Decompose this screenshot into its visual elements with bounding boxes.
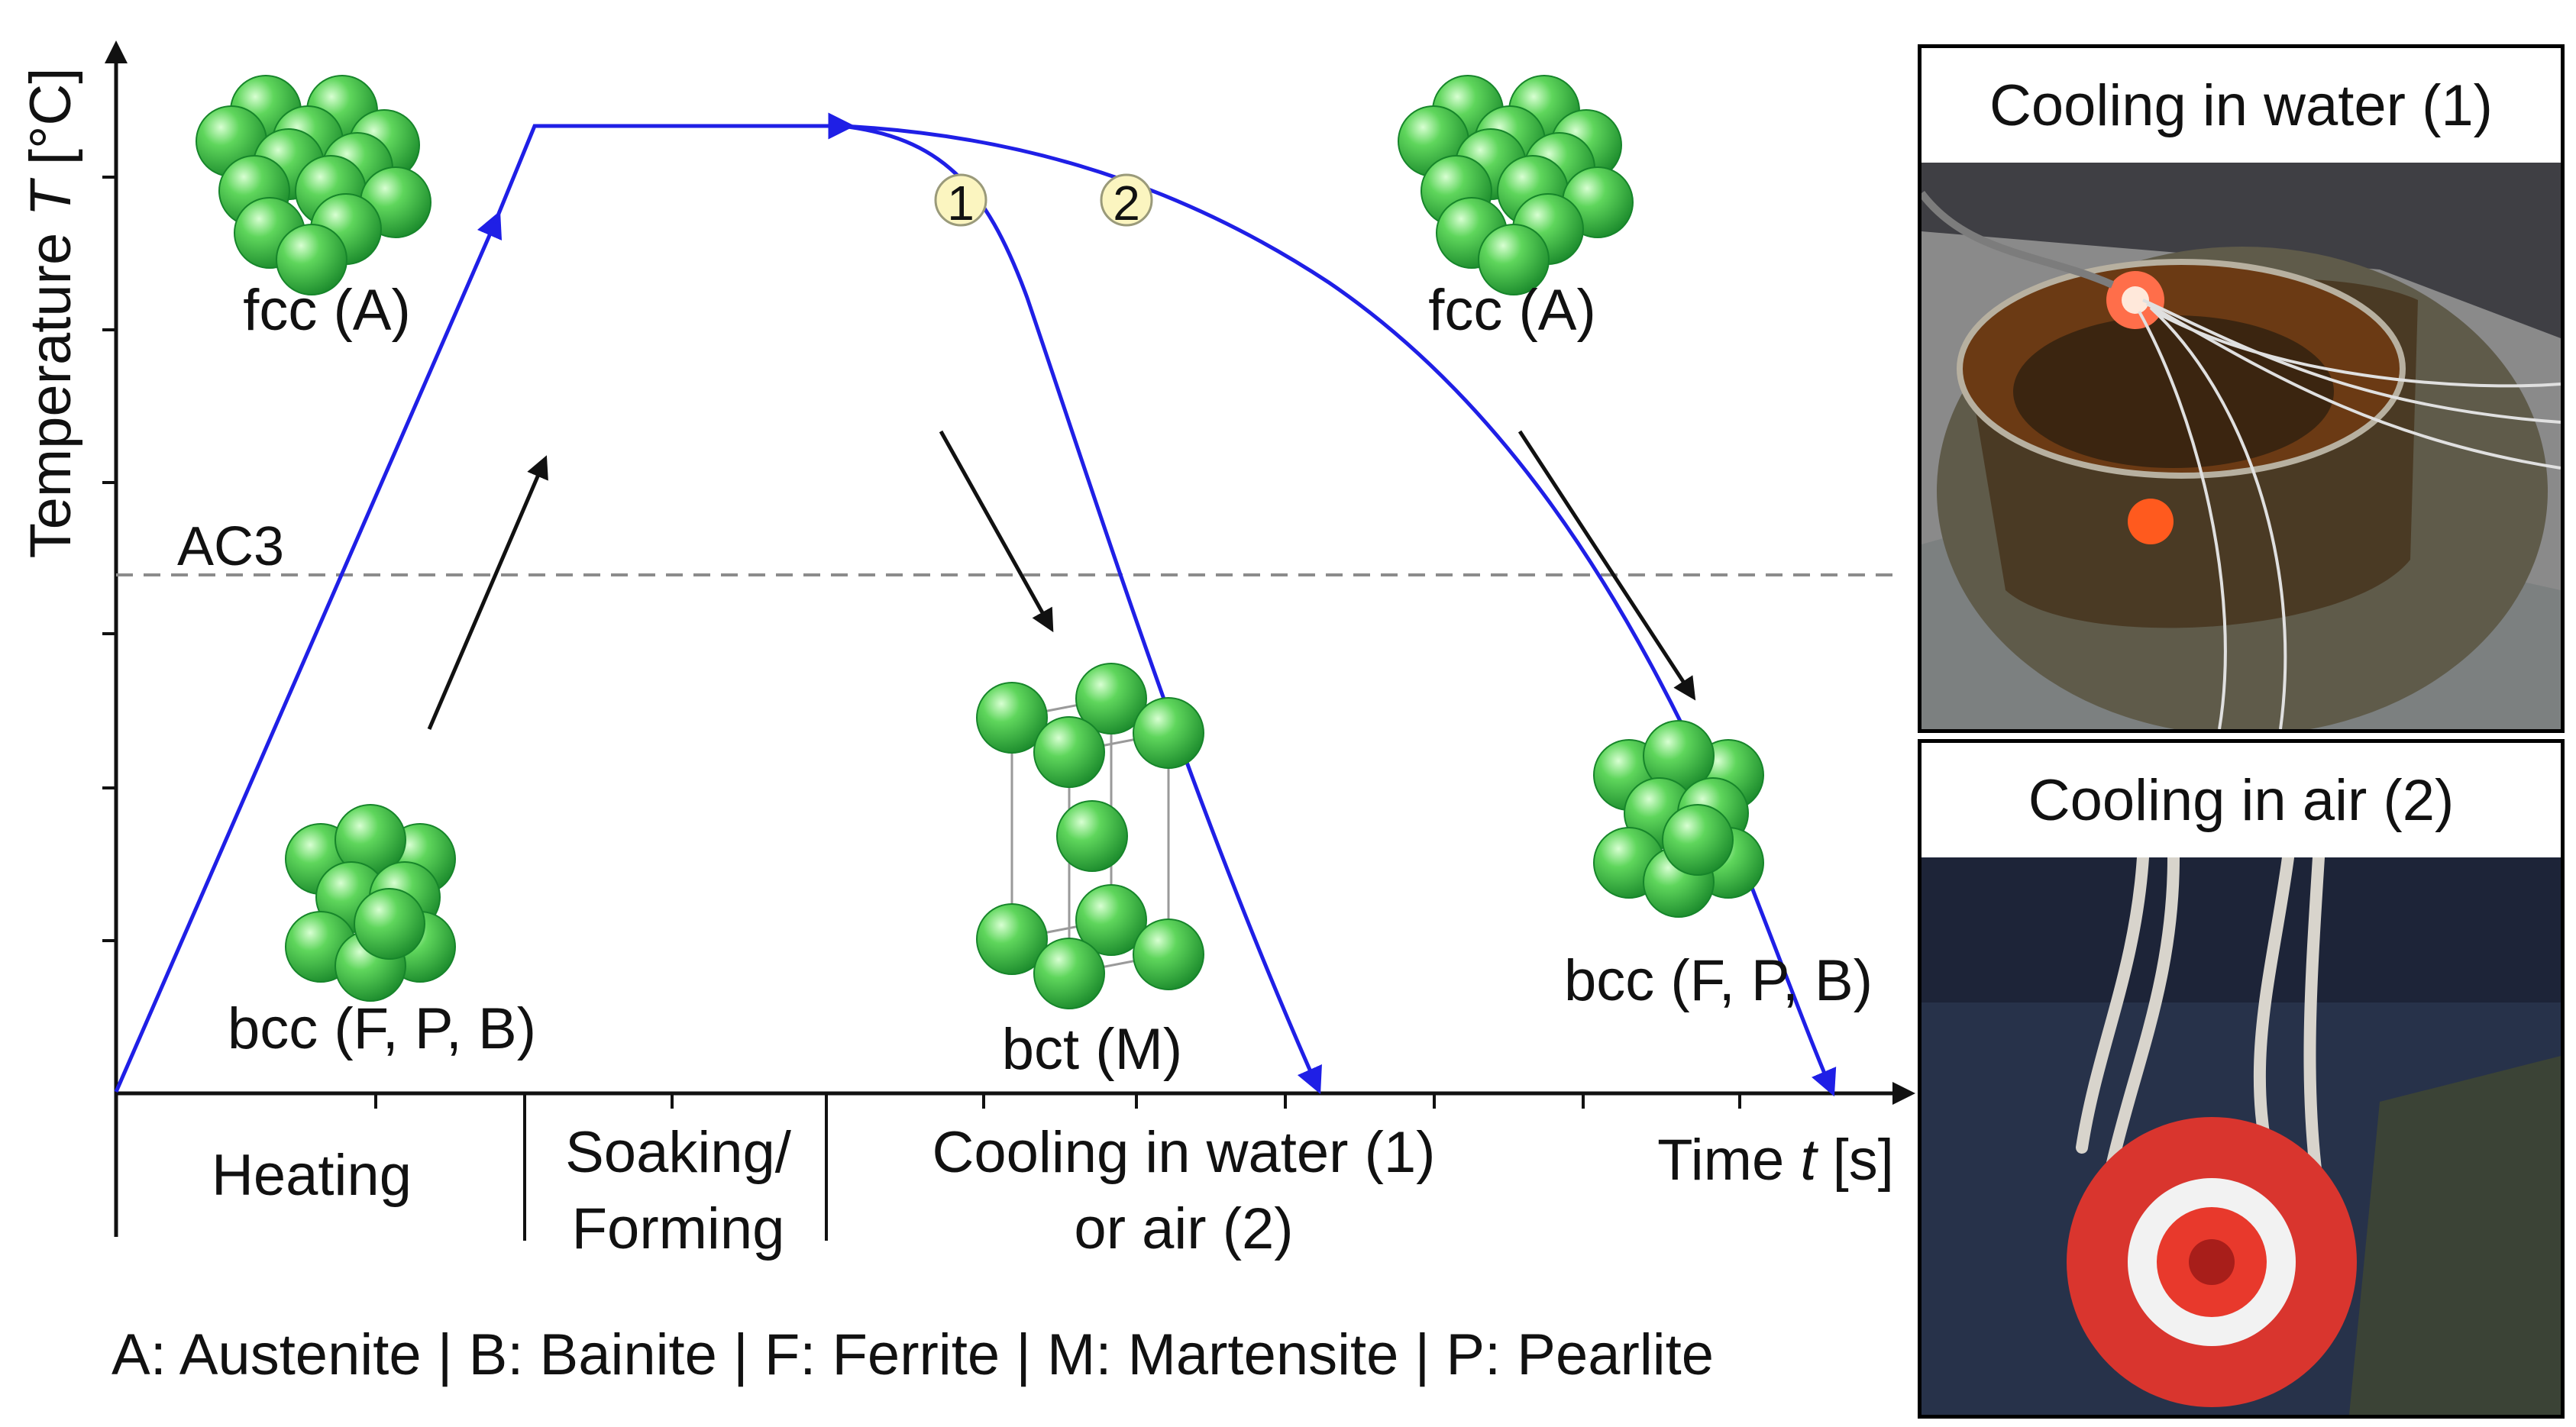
atom (1662, 804, 1734, 876)
atom (276, 224, 347, 295)
marker-water: 1 (934, 173, 987, 231)
x-ticks (374, 1093, 1741, 1109)
bcc-crystal-left (285, 804, 456, 1002)
atom (1075, 884, 1147, 956)
y-ticks (102, 176, 116, 942)
photo-title-air: Cooling in air (2) (2028, 767, 2455, 833)
cooling-curve-water (841, 124, 1322, 1095)
phase-cooling-line2: or air (2) (1074, 1196, 1293, 1261)
marker-air: 2 (1100, 173, 1153, 231)
ac3-label: AC3 (177, 516, 284, 577)
arrow-heating (427, 455, 548, 730)
atom (976, 682, 1048, 754)
y-axis-label: Temperature T [°C] (18, 68, 83, 559)
transformation-arrows (427, 430, 1696, 730)
label-bcc-right: bcc (F, P, B) (1564, 948, 1873, 1013)
bcc-crystal-right (1593, 720, 1764, 918)
atom (1056, 800, 1128, 872)
atom (1033, 938, 1105, 1009)
arrow-water (939, 430, 1054, 633)
label-fcc-left: fcc (A) (243, 278, 411, 343)
photo-air-ring (1921, 857, 2561, 1415)
phase-heating: Heating (212, 1143, 412, 1208)
cooling-curve-air (841, 124, 1837, 1097)
atom (976, 903, 1048, 975)
atom (354, 888, 425, 960)
atom (1033, 716, 1105, 788)
svg-text:1: 1 (947, 176, 974, 231)
photo-panel-water: Cooling in water (1) (1918, 44, 2565, 733)
phase-dividers (523, 1093, 828, 1241)
phase-cooling-line1: Cooling in water (1) (932, 1120, 1436, 1185)
atom (1478, 224, 1550, 295)
photo-water-bucket (1921, 163, 2561, 729)
fcc-crystal-left (196, 75, 431, 295)
atom (1075, 663, 1147, 734)
soaking-plateau (493, 112, 855, 224)
fcc-crystal-right (1398, 75, 1634, 295)
label-bcc-left: bcc (F, P, B) (228, 996, 536, 1061)
x-axis-label: Time t [s] (1657, 1128, 1894, 1193)
bct-crystal (976, 663, 1204, 1009)
label-fcc-right: fcc (A) (1428, 278, 1596, 343)
heating-ramp (114, 210, 503, 1093)
label-bct: bct (M) (1002, 1017, 1182, 1082)
arrow-air (1517, 430, 1696, 701)
atom (1133, 919, 1204, 990)
process-curves (114, 112, 1837, 1097)
phase-soaking-line2: Forming (572, 1196, 785, 1261)
phase-soaking-line1: Soaking/ (565, 1120, 792, 1185)
svg-text:2: 2 (1113, 176, 1140, 231)
photo-title-water: Cooling in water (1) (1989, 73, 2493, 138)
photo-panel-air: Cooling in air (2) (1918, 739, 2565, 1419)
legend: A: Austenite | B: Bainite | F: Ferrite |… (112, 1322, 1714, 1387)
atom (1133, 697, 1204, 769)
axes (102, 40, 1915, 1241)
